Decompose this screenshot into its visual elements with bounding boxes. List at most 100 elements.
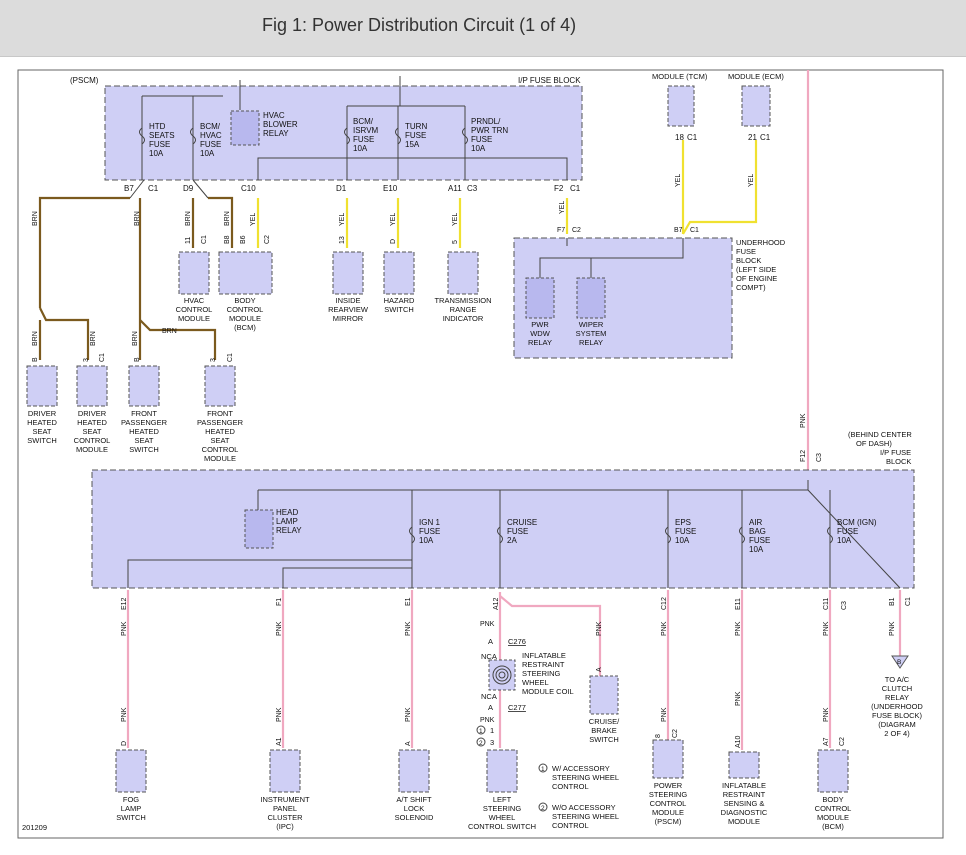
mirror-name-3: MIRROR [333,314,364,323]
seat-names: DRIVER HEATED SEAT SWITCH DRIVER HEATED … [27,409,244,463]
hvac-name-1: HVAC [184,296,205,305]
trans-name-1: TRANSMISSION [434,296,491,305]
trans-name-2: RANGE [450,305,477,314]
bot-conn-bcm: C2 [839,737,846,746]
legend1c: CONTROL [552,782,589,791]
front-passenger-heated-seat-control-module [204,365,236,407]
underhood-lines [539,238,684,278]
lower-pin-labels: E12 F1 E1 A12 C12 E11 C11 C3 B1 C1 [121,597,912,610]
circle-2-icon [476,737,486,747]
diagram-border [17,69,944,839]
relay-labels: PWR WDW RELAY WIPER SYSTEM RELAY [528,320,606,347]
srs-n3: SENSING & [724,799,765,808]
bottom-boxes [115,739,849,793]
fuse-turn-l2: FUSE [405,131,426,140]
fuse-isrvm-l2: ISRVM [353,126,379,135]
bcm2-n4: (BCM) [822,822,844,831]
coil-l3: STEERING [522,669,561,678]
pin-c10: C10 [241,184,256,193]
at-n1: A/T SHIFT [396,795,432,804]
seat1-n4: SWITCH [27,436,57,445]
eps-l2: FUSE [675,527,696,536]
cruise-l2: FUSE [507,527,528,536]
wire-brn-2: BRN [134,211,141,226]
coil-nca2: NCA [481,692,497,701]
pin-b1: B1 [889,597,896,606]
ecm-pin: 21 [748,133,757,142]
cruise-brake-switch [589,675,619,715]
seat-conn-4: C1 [227,353,234,362]
instrument-panel-cluster [269,749,301,793]
srs-n5: MODULE [728,817,760,826]
seat4-n5: CONTROL [202,445,239,454]
uh-l5: OF ENGINE [736,274,777,283]
seat2-n2: HEATED [77,418,107,427]
fuse-bcmhvac-l2: HVAC [200,131,222,140]
bot-pin-pscm: 8 [655,734,662,738]
hazard-switch [383,251,415,295]
pin-b6: B6 [240,235,247,244]
seat3-n2: PASSENGER [121,418,168,427]
mirror-name-2: REARVIEW [328,305,369,314]
bot-pin-srs: A10 [735,735,742,748]
pnk-l12: PNK [735,621,742,636]
wire-yel-4: YEL [452,213,459,226]
at-n2: LOCK [404,804,424,813]
srs-n1: INFLATABLE [722,781,766,790]
legend2b: STEERING WHEEL [552,812,619,821]
seat2-n1: DRIVER [78,409,107,418]
pnk-l8: PNK [596,621,603,636]
circle-1-pin: 1 [490,726,494,735]
fuse-htd-l3: FUSE [149,140,170,149]
tcm-conn: C1 [687,133,698,142]
conn-b6: C2 [264,235,271,244]
wiper-relay-l1: WIPER [579,320,604,329]
uh-l6: COMPT) [736,283,766,292]
ip-fuse-block-label: I/P FUSE BLOCK [518,76,581,85]
bcm2-n1: BODY [822,795,843,804]
coil-a1: A [488,637,493,646]
wire-brn-4: BRN [224,211,231,226]
ecm-conn: C1 [760,133,771,142]
ign1-l3: 10A [419,536,434,545]
ac-l7: 2 OF 4) [884,729,910,738]
fuse-htd-l1: HTD [149,122,166,131]
module-tcm [667,85,695,127]
bcm2-n2: CONTROL [815,804,852,813]
seat3-n1: FRONT [131,409,157,418]
ip-fuse-block-top [104,85,583,181]
pnk-l4: PNK [276,707,283,722]
uh-l2: FUSE [736,247,756,256]
bot-pin-bcm: A7 [823,737,830,746]
ipc-n2: PANEL [273,804,297,813]
fuse-prndl-l3: FUSE [471,135,492,144]
page-title: Fig 1: Power Distribution Circuit (1 of … [262,15,577,35]
wire-brn-8: BRN [162,328,177,335]
yel-wires [256,140,758,248]
pin-c12: C12 [661,597,668,610]
behind-3: I/P FUSE [880,448,911,457]
uh-l1: UNDERHOOD [736,238,786,247]
driver-heated-seat-control-module [76,365,108,407]
seat-conn-2: C1 [99,353,106,362]
f12-pin: F12 [800,450,807,462]
fuse-bcmhvac-l4: 10A [200,149,215,158]
fog-n3: SWITCH [116,813,146,822]
bottom-pin-labels: D A1 A 8 C2 A10 A7 C2 [121,729,846,748]
fuse-bcmhvac-l3: FUSE [200,140,221,149]
pnk-l14: PNK [823,621,830,636]
hazard-name-2: SWITCH [384,305,414,314]
pwr-relay-l2: WDW [530,329,550,338]
seat2-n3: SEAT [82,427,101,436]
fuse-isrvm-l3: FUSE [353,135,374,144]
pscm-n2: STEERING [649,790,688,799]
pin-5: 5 [452,240,459,244]
pnk-l9: PNK [480,717,495,724]
seat2-n5: MODULE [76,445,108,454]
ac-l4: (UNDERHOOD [871,702,923,711]
wiper-relay-l3: RELAY [579,338,603,347]
circle-2-num: 2 [479,740,483,747]
module-ecm [741,85,771,127]
pin-e10: E10 [383,184,398,193]
seat4-n2: PASSENGER [197,418,244,427]
